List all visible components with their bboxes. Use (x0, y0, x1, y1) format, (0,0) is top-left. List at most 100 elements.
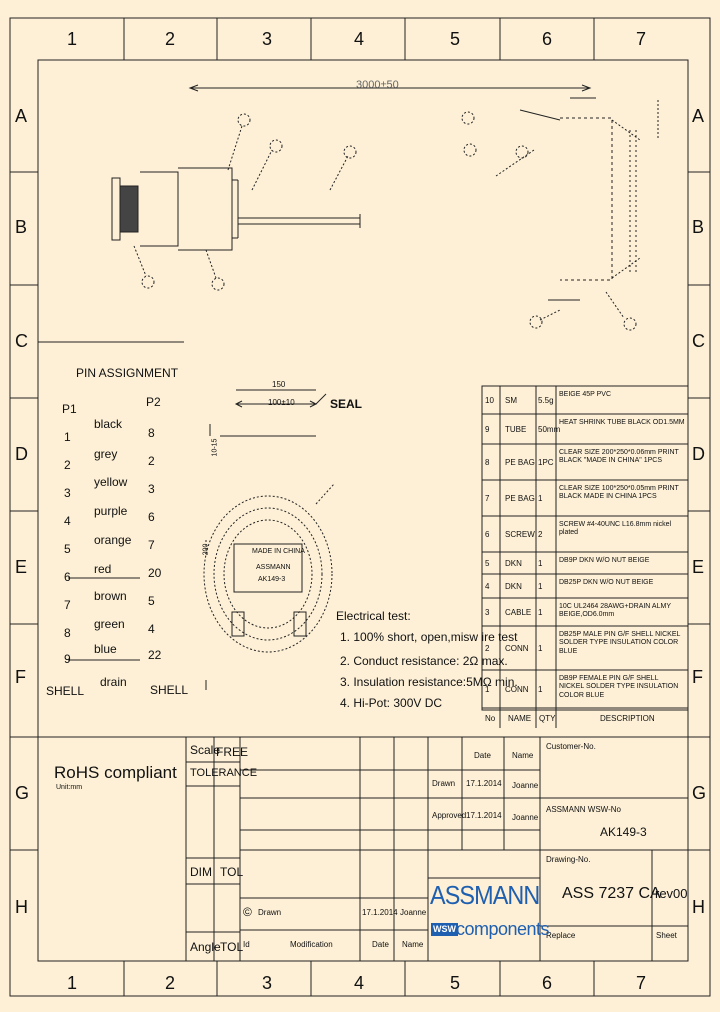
assmann-no-label: ASSMANN WSW-No (546, 805, 621, 814)
approved-label: Approved (432, 811, 467, 820)
date-header: Date (474, 751, 491, 760)
db9-connector (120, 186, 138, 232)
p2-pin: 7 (148, 538, 155, 552)
p2-header: P2 (146, 395, 161, 409)
row-label-a-right: A (692, 106, 705, 126)
modification-name: Joanne (400, 908, 427, 917)
bom-item-qty: 1 (538, 558, 543, 568)
p1-pin: 4 (64, 514, 71, 528)
modification-drawn: Drawn (258, 908, 282, 917)
p2-pin: 5 (148, 594, 155, 608)
electrical-test-title: Electrical test: (336, 609, 411, 623)
column-label-6-top: 6 (542, 29, 553, 49)
wire-color: blue (94, 642, 117, 656)
customer-no-label: Customer-No. (546, 742, 596, 751)
unit-label: Unit:mm (56, 784, 83, 791)
bom-item-description: DB25P DKN W/O NUT BEIGE (559, 579, 654, 586)
revision: rev00 (655, 886, 688, 901)
p2-pin: 20 (148, 566, 162, 580)
bom-item-description: CLEAR SIZE 200*250*0.06mm PRINT BLACK "M… (559, 449, 679, 465)
bom-item-number: 3 (485, 607, 490, 617)
wire-color: green (94, 617, 125, 631)
column-label-1-top: 1 (67, 29, 78, 49)
sheet-label: Sheet (656, 931, 677, 940)
column-label-4-bottom: 4 (354, 973, 365, 993)
bom-item-qty: 50mm (538, 424, 561, 434)
column-label-3-bottom: 3 (262, 973, 273, 993)
shell-left: SHELL (46, 684, 85, 698)
modification-label: Modification (290, 940, 333, 949)
wire-color: purple (94, 504, 128, 518)
p1-pin: 8 (64, 626, 71, 640)
bag-label-line2: ASSMANN (256, 564, 291, 571)
bom-item-description: 10C UL2464 28AWG+DRAIN ALMY BEIGE,OD6.0m… (559, 603, 671, 619)
bom-item-qty: 1 (538, 684, 543, 694)
bom-item-number: 4 (485, 581, 490, 591)
bom-item-name: PE BAG (505, 457, 535, 467)
length-dimension: 3000±50 (356, 79, 399, 91)
tol-label: TOL (220, 865, 244, 879)
bom-item-description: DB9P FEMALE PIN G/F SHELL NICKEL SOLDER … (559, 675, 679, 699)
replace-label: Replace (546, 931, 576, 940)
bom-item-qty: 1 (538, 607, 543, 617)
approved-name: Joanne (512, 813, 539, 822)
approved-date: 17.1.2014 (466, 811, 502, 820)
column-label-7-bottom: 7 (636, 973, 647, 993)
drawing-no-label: Drawing-No. (546, 855, 591, 864)
p1-header: P1 (62, 402, 77, 416)
row-label-f-left: F (15, 667, 26, 687)
bom-item-qty: 1 (538, 493, 543, 503)
p2-pin: 3 (148, 482, 155, 496)
bom-item-name: CONN (505, 643, 529, 653)
copyright-symbol: © (243, 905, 252, 919)
bom-item-number: 6 (485, 529, 490, 539)
bom-header-description: DESCRIPTION (600, 714, 655, 723)
dim-label: DIM (190, 865, 212, 879)
drawing-number: ASS 7237 CA (562, 885, 661, 902)
bom-item-name: CABLE (505, 607, 532, 617)
id-label: Id (243, 940, 250, 949)
dimension-100: 100±10 (268, 398, 295, 407)
column-label-3-top: 3 (262, 29, 273, 49)
name-header: Name (512, 751, 534, 760)
drain-label: drain (100, 675, 127, 689)
wire-color: red (94, 562, 112, 576)
wire-color: grey (94, 447, 118, 461)
electrical-test-item-3: 3. Insulation resistance:5MΩ min. (340, 675, 518, 689)
row-label-c-left: C (15, 331, 28, 351)
p2-pin: 4 (148, 622, 155, 636)
p1-pin: 1 (64, 430, 71, 444)
modification-date: 17.1.2014 (362, 908, 398, 917)
bom-item-description: BEIGE 45P PVC (559, 391, 612, 398)
bag-label-line1: MADE IN CHINA (252, 548, 305, 555)
p1-pin: 6 (64, 570, 71, 584)
p1-pin: 9 (64, 652, 71, 666)
seal-label: SEAL (330, 397, 363, 411)
bom-item-name: DKN (505, 558, 522, 568)
bom-table-border (482, 386, 688, 710)
bom-item-qty: 1PC (538, 457, 554, 467)
name2-label: Name (402, 940, 424, 949)
column-label-4-top: 4 (354, 29, 365, 49)
column-label-5-bottom: 5 (450, 973, 461, 993)
row-label-e-right: E (692, 557, 705, 577)
drawn-date: 17.1.2014 (466, 779, 502, 788)
electrical-test-item-4: 4. Hi-Pot: 300V DC (340, 696, 443, 710)
bom-item-name: DKN (505, 581, 522, 591)
p1-pin: 3 (64, 486, 71, 500)
p2-pin: 22 (148, 648, 162, 662)
row-label-e-left: E (15, 557, 28, 577)
scale-label: Scale (190, 743, 221, 757)
tol2-label: TOL (220, 940, 244, 954)
column-label-6-bottom: 6 (542, 973, 553, 993)
wire-color: yellow (94, 475, 128, 489)
bag-label (234, 544, 302, 592)
row-label-d-left: D (15, 444, 28, 464)
wire-color: orange (94, 533, 132, 547)
p2-pin: 6 (148, 510, 155, 524)
row-label-a-left: A (15, 106, 28, 126)
bag-label-line3: AK149-3 (258, 576, 286, 583)
bom-item-number: 10 (485, 395, 494, 405)
